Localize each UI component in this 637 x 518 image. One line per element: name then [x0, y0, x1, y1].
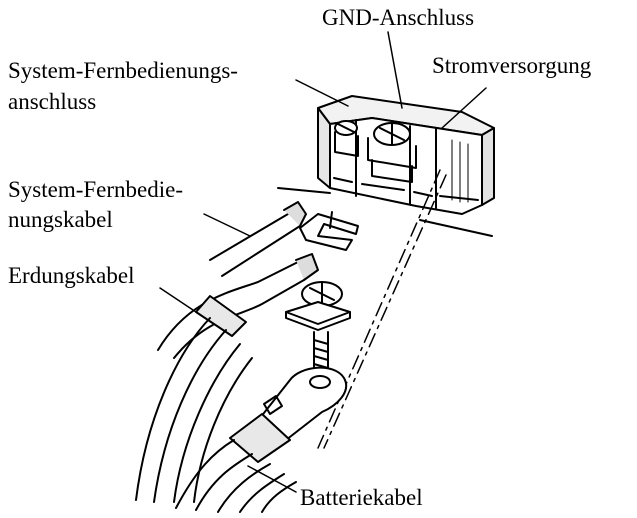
block-screw-left — [334, 120, 359, 157]
battery-screw — [285, 281, 351, 371]
terminal-slot — [333, 177, 353, 183]
plane-line — [277, 187, 331, 194]
label-erdungskabel: Erdungskabel — [8, 263, 135, 288]
ground-cable — [135, 253, 319, 503]
label-batteriekabel: Batteriekabel — [300, 485, 423, 510]
remote-spade-lug — [299, 211, 359, 251]
label-stromversorgung: Stromversorgung — [432, 53, 592, 78]
battery-cable — [175, 413, 297, 513]
label-fernbedienungskabel-line2: nungskabel — [8, 207, 113, 232]
remote-control-cable — [209, 201, 307, 277]
leader-gnd — [387, 31, 403, 109]
battery-ring-terminal — [259, 366, 347, 441]
terminal-slot — [413, 191, 433, 197]
label-gnd-anschluss: GND-Anschluss — [322, 5, 475, 30]
dashed-leader — [323, 174, 447, 449]
label-fernbedienungsanschluss-line1: System-Fernbedienungs- — [8, 58, 238, 83]
terminal-slot — [361, 183, 405, 191]
leader-erdungskabel — [159, 287, 197, 313]
terminal-block — [317, 95, 495, 215]
leader-batteriekabel — [247, 465, 297, 493]
plane-line — [419, 219, 493, 237]
block-screw-gnd — [367, 122, 417, 183]
leader-stromversorgung — [441, 87, 487, 129]
label-fernbedienungsanschluss-line2: anschluss — [8, 89, 97, 114]
terminal-block-front — [317, 107, 331, 189]
terminal-slot — [439, 195, 479, 201]
label-fernbedienungskabel-line1: System-Fernbedie- — [8, 177, 184, 202]
leader-fernbedienungsanschluss — [295, 79, 349, 107]
leader-fernbedienungskabel — [203, 213, 251, 237]
terminal-block-side — [481, 127, 495, 206]
